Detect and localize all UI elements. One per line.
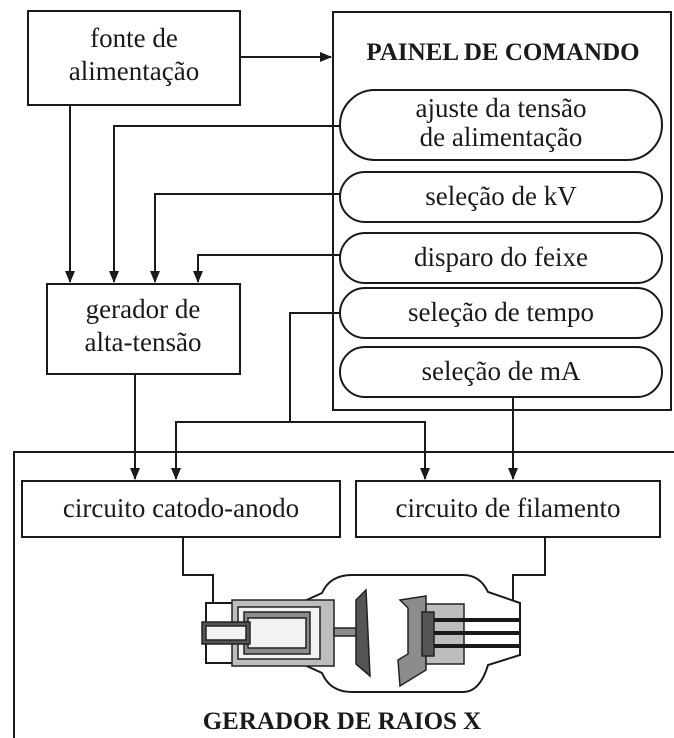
time-select-label: seleção de tempo bbox=[408, 297, 594, 327]
kv-select-label: seleção de kV bbox=[425, 181, 577, 211]
hv-generator-label-line1: gerador de bbox=[86, 294, 201, 324]
tube-shaft bbox=[333, 627, 357, 637]
power-source-label-line1: fonte de bbox=[90, 23, 178, 53]
power-source-label-line2: alimentação bbox=[69, 56, 199, 86]
tube-anode-disc bbox=[355, 588, 371, 678]
ma-select-control[interactable] bbox=[339, 346, 663, 398]
voltage-adjust-label-line2: de alimentação bbox=[420, 122, 583, 152]
tube-right-plate bbox=[421, 611, 435, 657]
wire-cathode-circuit-to-tube bbox=[182, 537, 218, 618]
cathode-anode-circuit-box bbox=[21, 480, 341, 538]
wire-kv-to-hv bbox=[150, 193, 340, 283]
ma-select-label: seleção de mA bbox=[422, 356, 581, 386]
beam-trigger-label: disparo do feixe bbox=[414, 242, 588, 272]
xray-generator-frame bbox=[13, 451, 674, 738]
kv-select-control[interactable] bbox=[339, 171, 663, 223]
power-source-box bbox=[27, 10, 241, 106]
wire-voltage-to-hv bbox=[109, 125, 340, 283]
beam-trigger-control[interactable] bbox=[339, 232, 663, 284]
xray-tube-illustration bbox=[201, 574, 521, 693]
wire-filament-circuit-to-tube bbox=[508, 537, 546, 618]
hv-generator-box bbox=[46, 283, 241, 375]
control-panel-title: PAINEL DE COMANDO bbox=[366, 39, 639, 66]
cathode-anode-circuit-label: circuito catodo-anodo bbox=[63, 493, 299, 523]
tube-left-terminal-pin bbox=[205, 625, 247, 641]
tube-left-rod bbox=[247, 617, 307, 649]
voltage-adjust-label-line1: ajuste da tensão bbox=[416, 93, 587, 123]
filament-circuit-label: circuito de filamento bbox=[396, 493, 621, 523]
xray-generator-title: GERADOR DE RAIOS X bbox=[203, 708, 482, 735]
filament-circuit-box bbox=[355, 480, 661, 538]
wire-trigger-to-hv bbox=[193, 254, 340, 283]
hv-generator-label-line2: alta-tensão bbox=[85, 327, 202, 357]
wire-time-to-filament bbox=[290, 421, 430, 480]
